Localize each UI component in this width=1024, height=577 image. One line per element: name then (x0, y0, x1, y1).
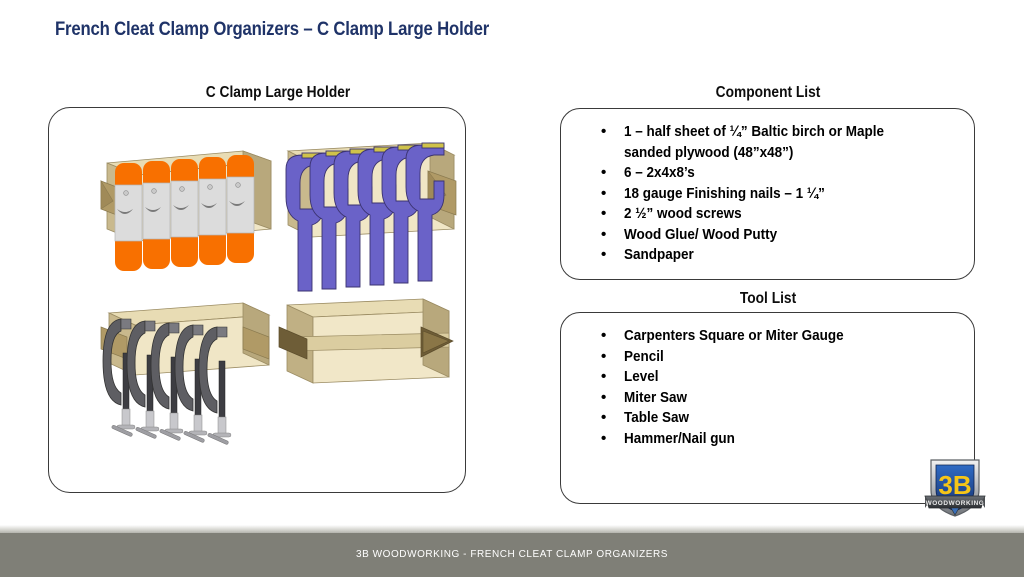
brand-logo-3b-woodworking: 3B WOODWORKING (924, 459, 986, 517)
list-item: • 1 – half sheet of ¼” Baltic birch or M… (598, 122, 958, 163)
list-item-label: Pencil (624, 348, 664, 365)
list-item: • Carpenters Square or Miter Gauge (598, 326, 958, 347)
list-item-label: Wood Glue/ Wood Putty (624, 226, 778, 243)
diagram-heading: C Clamp Large Holder (205, 84, 351, 101)
page-title: French Cleat Clamp Organizers – C Clamp … (55, 19, 490, 40)
list-item-label: Sandpaper (624, 247, 694, 263)
bullet-icon: • (601, 327, 607, 344)
list-item-label: 1 – half sheet of ¼” Baltic birch or Map… (624, 124, 885, 161)
list-item-label: Hammer/Nail gun (624, 430, 735, 447)
footer-text: 3B WOODWORKING - FRENCH CLEAT CLAMP ORGA… (356, 549, 668, 560)
footer-divider (0, 525, 1024, 534)
figure-empty-holder (278, 298, 454, 384)
diagram-illustrations (48, 107, 466, 493)
list-item: • Table Saw (598, 408, 958, 429)
bullet-icon: • (601, 225, 607, 243)
list-item: • 2 ½” wood screws (598, 204, 958, 225)
footer-band (0, 533, 1024, 577)
list-item-label: 2 ½” wood screws (624, 206, 742, 222)
bullet-icon: • (601, 164, 607, 181)
list-item: • Hammer/Nail gun (598, 429, 958, 450)
figure-gray-c-clamps (100, 302, 271, 445)
bullet-icon: • (601, 205, 607, 222)
list-item: • Sandpaper (598, 245, 958, 266)
bullet-icon: • (601, 347, 607, 365)
figure-purple-bar-clamps (285, 142, 457, 292)
figure-orange-spring-clamps (100, 150, 272, 271)
list-item: • Wood Glue/ Wood Putty (598, 225, 958, 246)
tool-list-heading: Tool List (739, 290, 797, 307)
component-list-heading: Component List (715, 84, 821, 101)
bullet-icon: • (601, 184, 607, 202)
list-item-label: Table Saw (624, 410, 689, 426)
list-item-label: Carpenters Square or Miter Gauge (624, 328, 844, 344)
bullet-icon: • (601, 246, 607, 263)
logo-banner-text: WOODWORKING (926, 500, 985, 507)
list-item-label: Level (624, 369, 659, 385)
list-item: • Level (598, 367, 958, 388)
bullet-icon: • (601, 388, 607, 406)
list-item: • Pencil (598, 347, 958, 368)
list-item: • 6 – 2x4x8’s (598, 163, 958, 184)
component-list: • 1 – half sheet of ¼” Baltic birch or M… (598, 122, 958, 266)
bullet-icon: • (601, 123, 607, 140)
logo-mark-text: 3B (938, 470, 971, 500)
list-item: • 18 gauge Finishing nails – 1 ¼” (598, 184, 958, 205)
list-item-label: 6 – 2x4x8’s (624, 165, 695, 181)
tool-list: • Carpenters Square or Miter Gauge • Pen… (598, 326, 958, 449)
component-list-panel (560, 108, 975, 280)
list-item-label: Miter Saw (624, 389, 687, 406)
list-item-label: 18 gauge Finishing nails – 1 ¼” (624, 185, 825, 202)
bullet-icon: • (601, 429, 607, 447)
tool-list-panel (560, 312, 975, 504)
list-item: • Miter Saw (598, 388, 958, 409)
bullet-icon: • (601, 409, 607, 426)
bullet-icon: • (601, 368, 607, 385)
